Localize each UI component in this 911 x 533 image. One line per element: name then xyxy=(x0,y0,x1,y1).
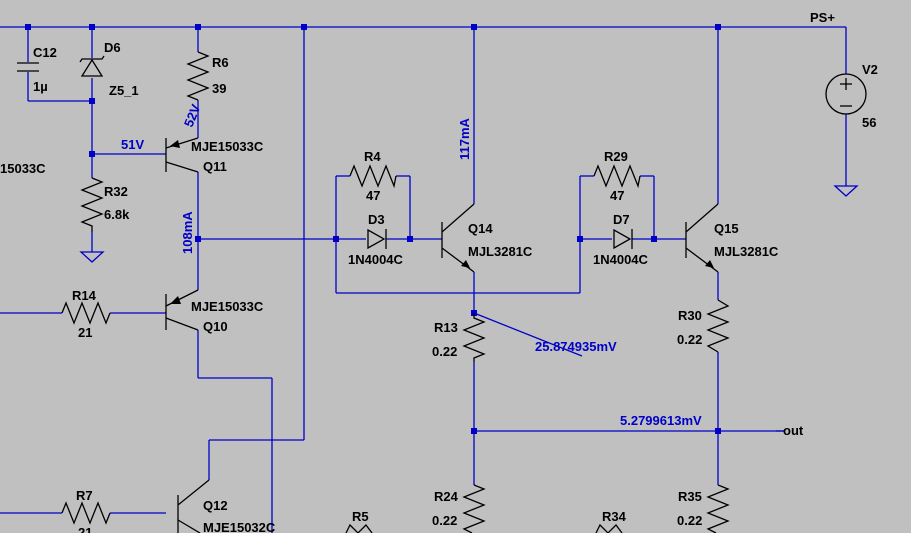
label-r30-ref: R30 xyxy=(678,308,702,323)
ground-icon xyxy=(833,185,859,197)
resistor-r6[interactable] xyxy=(186,51,210,101)
transistor-q12[interactable] xyxy=(177,479,210,533)
resistor-r4[interactable] xyxy=(349,164,397,189)
label-r6-ref: R6 xyxy=(212,55,229,70)
voltage-source-v2[interactable] xyxy=(825,73,867,115)
resistor-r29[interactable] xyxy=(593,164,641,189)
label-r14-value: 21 xyxy=(78,325,92,340)
label-r35-ref: R35 xyxy=(678,489,702,504)
annotation-voltage-52: 52V xyxy=(181,102,204,129)
label-r30-value: 0.22 xyxy=(677,332,702,347)
label-r32-value: 6.8k xyxy=(104,207,130,222)
label-q10-part: MJE15033C xyxy=(191,299,264,314)
resistor-r32[interactable] xyxy=(80,177,104,232)
label-r34-ref: R34 xyxy=(602,509,627,524)
label-r4-ref: R4 xyxy=(364,149,381,164)
label-r4-value: 47 xyxy=(366,188,380,203)
resistor-r5[interactable] xyxy=(345,523,373,533)
transistor-q10[interactable] xyxy=(165,289,199,331)
label-v2-ref: V2 xyxy=(862,62,878,77)
label-r7-ref: R7 xyxy=(76,488,93,503)
label-d6-value: Z5_1 xyxy=(109,83,139,98)
label-r29-ref: R29 xyxy=(604,149,628,164)
zener-d6[interactable] xyxy=(79,55,105,77)
label-d3-part: 1N4004C xyxy=(348,252,404,267)
label-c12-value: 1µ xyxy=(33,79,48,94)
label-q14-ref: Q14 xyxy=(468,221,493,236)
transistor-q14[interactable] xyxy=(441,203,475,273)
label-r24-ref: R24 xyxy=(434,489,459,504)
labels: 15033C C12 1µ D6 Z5_1 R6 39 MJE15033C Q1… xyxy=(0,10,878,533)
label-r24-value: 0.22 xyxy=(432,513,457,528)
resistor-r13[interactable] xyxy=(462,313,486,362)
label-v2-value: 56 xyxy=(862,115,876,130)
label-q12-part: MJE15032C xyxy=(203,520,276,533)
label-d7-part: 1N4004C xyxy=(593,252,649,267)
diode-d7[interactable] xyxy=(613,228,633,250)
label-q11-ref: Q11 xyxy=(203,159,227,174)
transistor-q15[interactable] xyxy=(685,203,719,273)
ground-icon xyxy=(79,251,105,263)
diode-d3[interactable] xyxy=(367,228,387,250)
annotation-current-108: 108mA xyxy=(180,211,195,254)
label-r29-value: 47 xyxy=(610,188,624,203)
resistor-r34[interactable] xyxy=(595,523,623,533)
resistor-r14[interactable] xyxy=(61,301,111,325)
resistor-r7[interactable] xyxy=(61,501,111,525)
net-label-ps-plus: PS+ xyxy=(810,10,835,25)
label-r14-ref: R14 xyxy=(72,288,97,303)
label-r35-value: 0.22 xyxy=(677,513,702,528)
label-r5-ref: R5 xyxy=(352,509,369,524)
label-q15-ref: Q15 xyxy=(714,221,739,236)
label-r6-value: 39 xyxy=(212,81,226,96)
label-q14-part: MJL3281C xyxy=(468,244,533,259)
annotation-voltage-mv2: 5.2799613mV xyxy=(620,413,702,428)
capacitor-c12[interactable] xyxy=(17,62,39,72)
annotation-voltage-51: 51V xyxy=(121,137,144,152)
wires xyxy=(0,26,847,533)
label-q10-ref: Q10 xyxy=(203,319,228,334)
annotation-voltage-mv1: 25.874935mV xyxy=(535,339,617,354)
label-r7-value: 21 xyxy=(78,525,92,533)
label-d3-ref: D3 xyxy=(368,212,385,227)
label-q11-part: MJE15033C xyxy=(191,139,264,154)
label-d7-ref: D7 xyxy=(613,212,630,227)
label-q15-part: MJL3281C xyxy=(714,244,779,259)
label-r13-ref: R13 xyxy=(434,320,458,335)
label-q12-ref: Q12 xyxy=(203,498,228,513)
label-partial-part: 15033C xyxy=(0,161,46,176)
resistor-r30[interactable] xyxy=(706,299,730,353)
label-r13-value: 0.22 xyxy=(432,344,457,359)
label-c12-ref: C12 xyxy=(33,45,57,60)
label-r32-ref: R32 xyxy=(104,184,128,199)
resistor-r24[interactable] xyxy=(462,484,486,533)
net-label-out: out xyxy=(783,423,804,438)
transistor-q11[interactable] xyxy=(165,137,199,173)
resistor-r35[interactable] xyxy=(706,484,730,533)
label-d6-ref: D6 xyxy=(104,40,121,55)
annotation-current-117: 117mA xyxy=(457,117,472,160)
